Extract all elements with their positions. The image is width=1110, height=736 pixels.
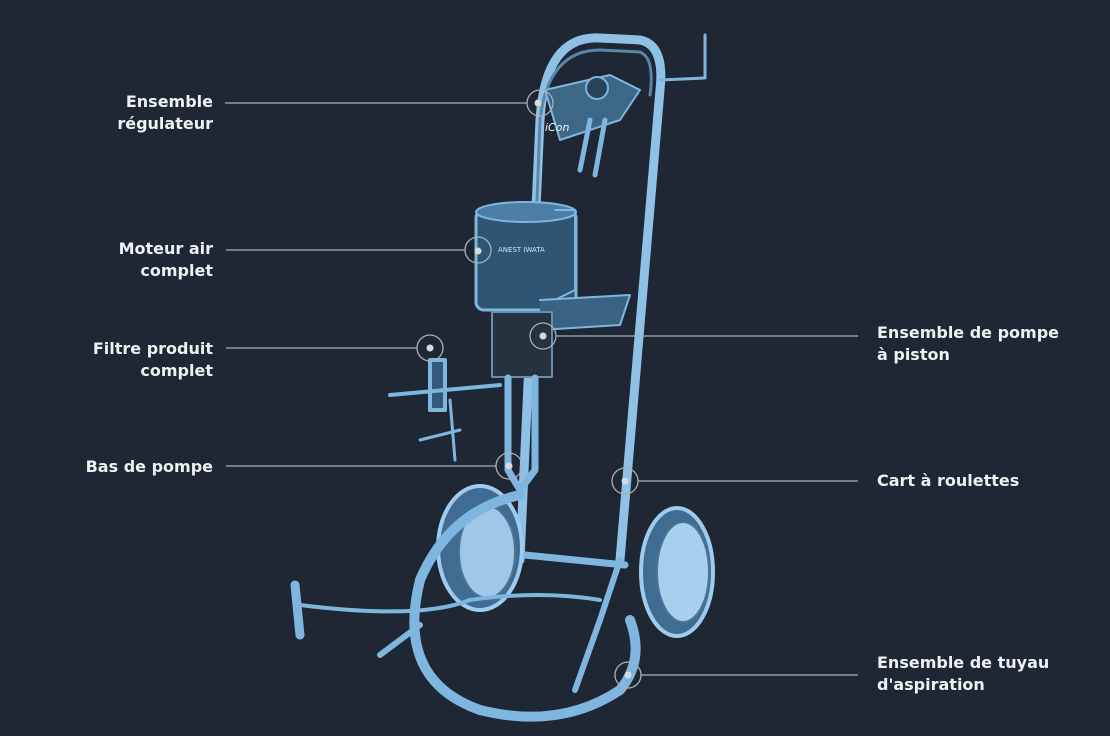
label-line: à piston (877, 345, 950, 364)
label-moteur-air: Moteur air complet (119, 238, 213, 282)
hotspot-filtre (426, 344, 434, 352)
label-line: régulateur (117, 114, 213, 133)
brand-logo-icon: iCon (545, 121, 569, 134)
label-line: d'aspiration (877, 675, 985, 694)
callout-ring-moteur (464, 236, 492, 264)
hotspot-regulateur (534, 99, 542, 107)
label-filtre-produit: Filtre produit complet (93, 338, 213, 382)
pump-cart-drawing (290, 33, 715, 722)
hotspot-tuyau (624, 671, 632, 679)
callout-ring-cart (611, 467, 639, 495)
label-line: Moteur air (118, 239, 213, 258)
hotspot-cart (621, 477, 629, 485)
label-pompe-piston: Ensemble de pompe à piston (877, 322, 1059, 366)
label-line: Filtre produit (92, 339, 213, 358)
label-line: complet (140, 261, 213, 280)
label-cart-roulettes: Cart à roulettes (877, 470, 1019, 492)
callout-ring-tuyau (614, 661, 642, 689)
label-line: Cart à roulettes (877, 471, 1020, 490)
hotspot-pompe-piston (539, 332, 547, 340)
hotspot-bas-pompe (505, 462, 513, 470)
callout-ring-regulateur (526, 89, 554, 117)
label-line: Bas de pompe (85, 457, 213, 476)
label-tuyau-aspiration: Ensemble de tuyau d'aspiration (877, 652, 1049, 696)
brand-logo-anest-iwata: ANEST IWATA (498, 246, 545, 254)
label-line: Ensemble de tuyau (877, 653, 1050, 672)
callout-ring-filtre (416, 334, 444, 362)
callout-dots (426, 99, 632, 679)
label-line: complet (140, 361, 213, 380)
label-bas-de-pompe: Bas de pompe (86, 456, 213, 478)
label-ensemble-regulateur: Ensemble régulateur (117, 91, 213, 135)
label-line: Ensemble (125, 92, 213, 111)
callout-ring-pompe-piston (529, 322, 557, 350)
callout-ring-bas-pompe (495, 452, 523, 480)
label-line: Ensemble de pompe (877, 323, 1060, 342)
hotspot-moteur (474, 247, 482, 255)
callout-lines (225, 89, 858, 689)
